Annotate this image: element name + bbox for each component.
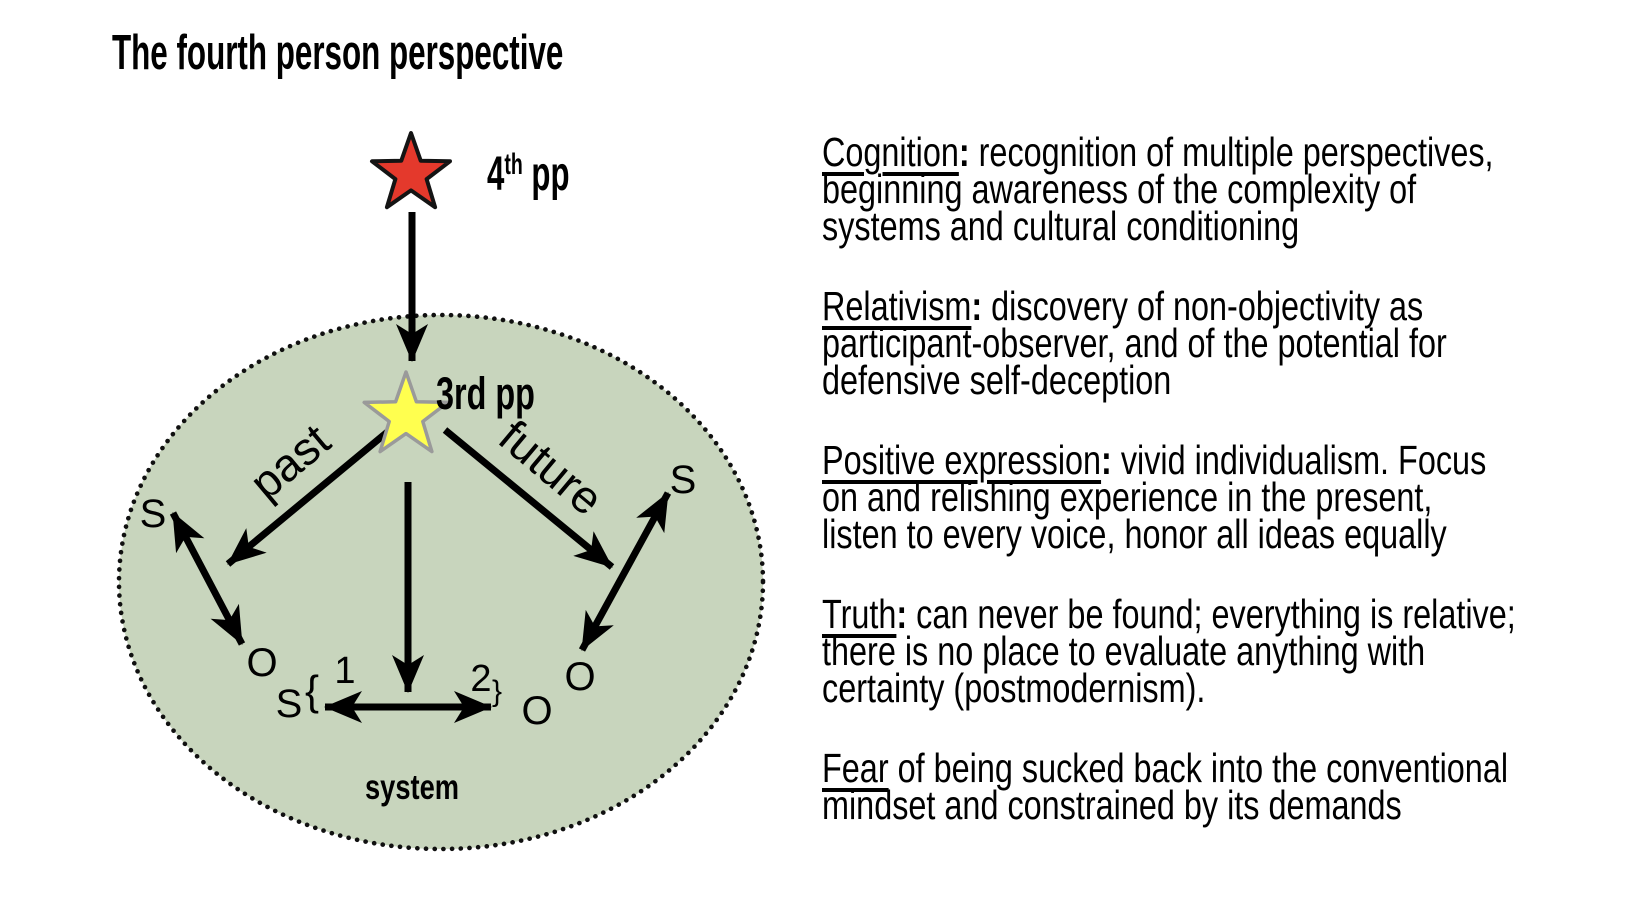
arrow-right-double — [578, 491, 672, 652]
term-colon: : — [1101, 437, 1112, 483]
label-brace-open: { — [305, 667, 319, 714]
label-o-bottom: O — [521, 689, 552, 733]
term-label: Positive expression — [822, 437, 1102, 483]
paragraph-body: discovery of non-objectivity as particip… — [822, 283, 1447, 403]
page-title: The fourth person perspective — [112, 26, 564, 80]
label-s-bottom: S — [276, 682, 303, 726]
paragraph-body: vivid individualism. Focus on and relish… — [822, 437, 1487, 557]
paragraph-cognition: Cognition: recognition of multiple persp… — [822, 132, 1652, 247]
svg-text:4th pp: 4th pp — [487, 146, 570, 201]
paragraph-fear: Fear of being sucked back into the conve… — [822, 748, 1652, 826]
label-3rd-pp: 3rd pp — [436, 370, 535, 419]
term-label: Cognition — [822, 129, 959, 175]
svg-text:3rd pp: 3rd pp — [436, 370, 535, 419]
label-o-right: O — [564, 655, 595, 699]
svg-text:system: system — [365, 768, 459, 807]
term-colon: : — [971, 283, 983, 329]
label-brace-close: } — [492, 675, 502, 708]
paragraph-body: can never be found; everything is relati… — [822, 591, 1516, 711]
label-num2: 2 — [470, 658, 491, 700]
label-s-right: S — [670, 458, 697, 502]
paragraph-positive-expression: Positive expression: vivid individualism… — [822, 440, 1652, 555]
term-colon: : — [896, 591, 908, 637]
system-ellipse — [116, 312, 766, 852]
term-label: Relativism — [822, 283, 972, 329]
term-label: Fear — [822, 745, 889, 791]
yellow-star-3pp — [362, 370, 450, 454]
paragraph-body: recognition of multiple perspectives, be… — [822, 129, 1494, 249]
label-4th-pp: 4th pp — [487, 146, 570, 201]
term-label: Truth — [822, 591, 897, 637]
label-num1: 1 — [334, 650, 355, 692]
arrow-left-double — [169, 511, 246, 646]
label-system: system — [365, 768, 459, 807]
term-colon: : — [958, 129, 970, 175]
label-o-left: O — [246, 641, 277, 685]
paragraph-body: of being sucked back into the convention… — [822, 745, 1509, 828]
paragraph-truth: Truth: can never be found; everything is… — [822, 594, 1652, 709]
diagram-canvas: 4th pp 3rd pp past future S O S { 1 2 } … — [116, 131, 766, 852]
label-s-left: S — [140, 492, 167, 536]
paragraph-relativism: Relativism: discovery of non-objectivity… — [822, 286, 1652, 401]
arrow-past — [225, 426, 394, 567]
red-star-4pp — [370, 131, 452, 210]
perspective-diagram: 4th pp 3rd pp past future S O S { 1 2 } … — [0, 0, 820, 898]
definitions-column: Cognition: recognition of multiple persp… — [822, 132, 1652, 867]
